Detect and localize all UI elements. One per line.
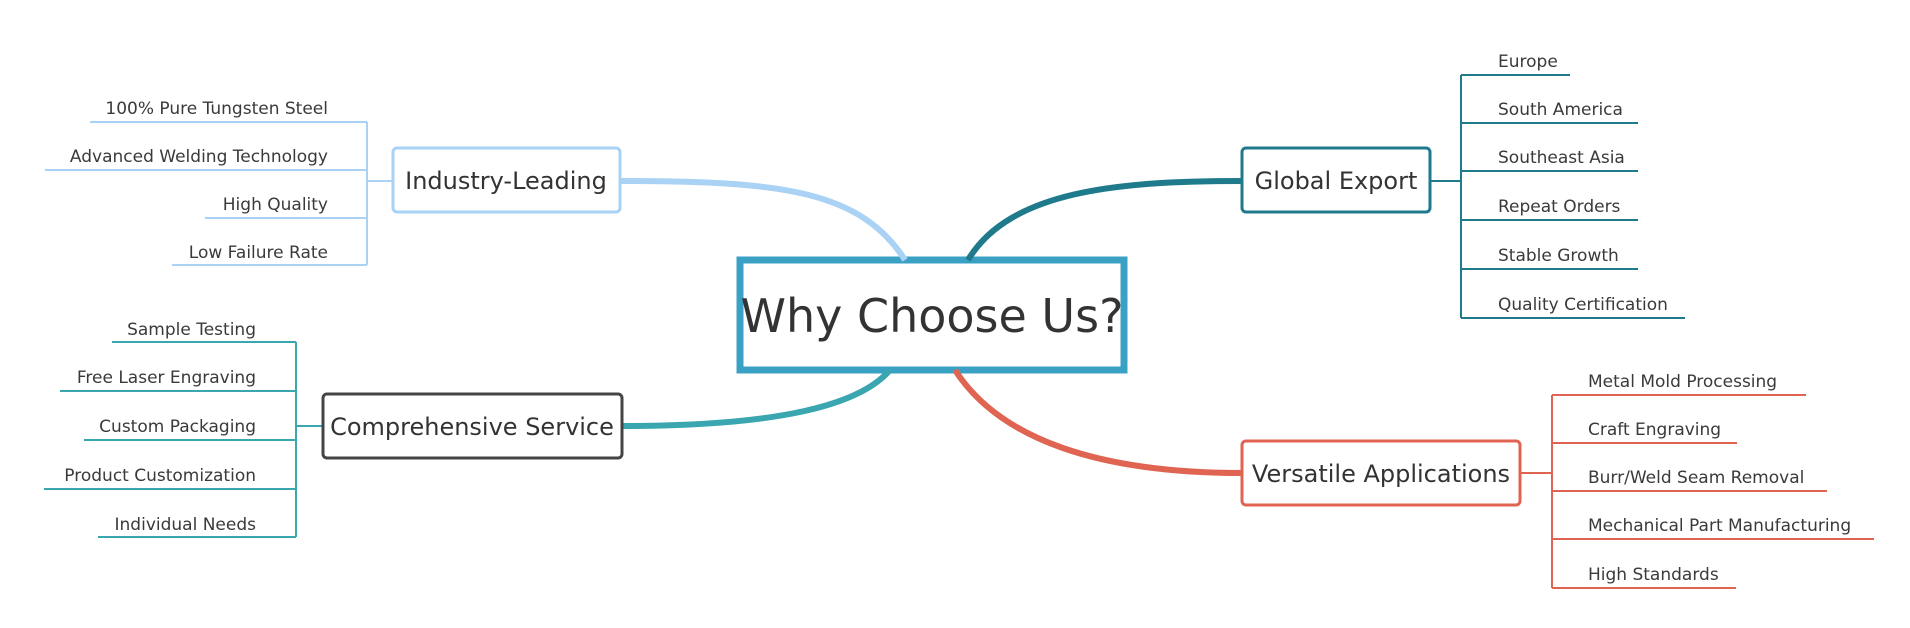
branch-industry-leading: Industry-Leading 100% Pure Tungsten Stee… xyxy=(45,99,908,266)
leaf-label: Southeast Asia xyxy=(1498,148,1625,168)
branch-comprehensive-service: Comprehensive Service Sample Testing Fre… xyxy=(44,320,893,538)
branch-versatile-applications-box[interactable] xyxy=(1240,439,1522,507)
leaf-label: Mechanical Part Manufacturing xyxy=(1588,516,1851,536)
leaf-item[interactable]: Mechanical Part Manufacturing xyxy=(1552,516,1874,540)
leaf-item[interactable]: 100% Pure Tungsten Steel xyxy=(90,99,367,123)
branch-versatile-applications-connector xyxy=(952,368,1243,476)
branch-industry-leading-label: Industry-Leading xyxy=(405,167,607,195)
leaf-label: Product Customization xyxy=(64,466,256,486)
leaf-item[interactable]: Burr/Weld Seam Removal xyxy=(1552,468,1827,492)
leaf-item[interactable]: Stable Growth xyxy=(1461,246,1638,270)
leaf-item[interactable]: Low Failure Rate xyxy=(172,243,367,266)
leaf-item[interactable]: Free Laser Engraving xyxy=(60,368,296,392)
leaf-label: Metal Mold Processing xyxy=(1588,372,1777,392)
leaf-label: Burr/Weld Seam Removal xyxy=(1588,468,1804,488)
leaf-item[interactable]: Quality Certification xyxy=(1461,295,1685,319)
branch-industry-leading-trunk xyxy=(366,122,393,265)
leaf-label: Individual Needs xyxy=(115,515,257,535)
leaf-label: Advanced Welding Technology xyxy=(70,147,328,167)
branch-global-export-trunk xyxy=(1430,75,1462,318)
leaf-item[interactable]: Advanced Welding Technology xyxy=(45,147,367,171)
leaf-item[interactable]: High Standards xyxy=(1552,565,1736,589)
central-topic-label: Why Choose Us? xyxy=(741,289,1124,343)
leaf-item[interactable]: High Quality xyxy=(205,195,367,219)
branch-versatile-applications-trunk xyxy=(1520,395,1553,588)
central-topic-box[interactable] xyxy=(736,256,1128,374)
leaf-item[interactable]: Custom Packaging xyxy=(84,417,296,441)
branch-comprehensive-service-box[interactable] xyxy=(321,392,624,460)
leaf-label: Quality Certification xyxy=(1498,295,1668,315)
leaf-label: Free Laser Engraving xyxy=(77,368,256,388)
branch-comprehensive-service-trunk xyxy=(295,342,323,537)
leaf-label: 100% Pure Tungsten Steel xyxy=(105,99,328,119)
branch-global-export-label: Global Export xyxy=(1255,167,1418,195)
branch-industry-leading-connector xyxy=(619,178,908,262)
central-topic[interactable]: Why Choose Us? xyxy=(736,256,1128,374)
leaf-label: High Standards xyxy=(1588,565,1719,585)
branch-global-export-box[interactable] xyxy=(1240,146,1432,214)
leaf-item[interactable]: Repeat Orders xyxy=(1461,197,1638,221)
branch-global-export: Global Export Europe South America South… xyxy=(965,52,1685,319)
leaf-item[interactable]: Product Customization xyxy=(44,466,296,490)
leaf-item[interactable]: Craft Engraving xyxy=(1552,420,1737,444)
branch-comprehensive-service-label: Comprehensive Service xyxy=(330,413,614,441)
leaf-item[interactable]: Southeast Asia xyxy=(1461,148,1638,172)
leaf-label: Repeat Orders xyxy=(1498,197,1621,217)
leaf-label: Stable Growth xyxy=(1498,246,1619,266)
leaf-label: High Quality xyxy=(223,195,328,215)
branch-industry-leading-box[interactable] xyxy=(391,146,622,214)
branch-global-export-connector xyxy=(965,178,1243,262)
leaf-label: Low Failure Rate xyxy=(189,243,328,263)
leaf-item[interactable]: Metal Mold Processing xyxy=(1552,372,1806,396)
leaf-item[interactable]: Individual Needs xyxy=(98,515,296,538)
leaf-item[interactable]: Europe xyxy=(1461,52,1570,76)
branch-versatile-applications: Versatile Applications Metal Mold Proces… xyxy=(952,368,1874,589)
leaf-item[interactable]: Sample Testing xyxy=(112,320,296,343)
branch-comprehensive-service-connector xyxy=(621,368,893,429)
leaf-label: South America xyxy=(1498,100,1623,120)
branch-versatile-applications-label: Versatile Applications xyxy=(1252,460,1510,488)
leaf-label: Craft Engraving xyxy=(1588,420,1721,440)
leaf-label: Custom Packaging xyxy=(99,417,256,437)
leaf-label: Sample Testing xyxy=(127,320,256,340)
leaf-item[interactable]: South America xyxy=(1461,100,1638,124)
leaf-label: Europe xyxy=(1498,52,1558,72)
